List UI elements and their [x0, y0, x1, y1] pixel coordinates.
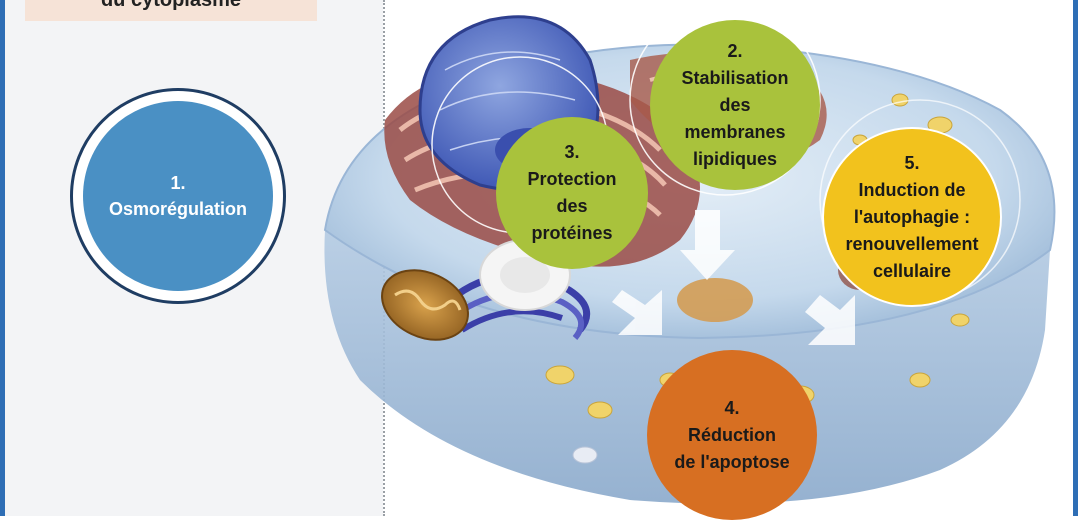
- header-title: du cytoplasme: [100, 0, 242, 11]
- arrows: [612, 210, 855, 345]
- frame-left-border: [0, 0, 5, 516]
- protection-line-3: protéines: [531, 223, 613, 243]
- protection-line-2: des: [556, 196, 588, 216]
- stabilisation-line-4: lipidiques: [692, 148, 777, 169]
- apoptose-line-1: Réduction: [688, 424, 776, 445]
- protection-line-1: Protection: [527, 169, 617, 189]
- apoptose-number: 4.: [724, 397, 740, 418]
- circle-protection: 3. Protection des protéines: [496, 117, 648, 269]
- frame-right-border: [1073, 0, 1078, 516]
- autophagie-line-3: renouvellement: [845, 233, 979, 254]
- autophagie-number: 5.: [904, 152, 920, 173]
- circle-apoptose: 4. Réduction de l'apoptose: [647, 350, 817, 520]
- apoptose-line-2: de l'apoptose: [674, 451, 790, 472]
- autophagie-line-4: cellulaire: [872, 260, 952, 281]
- stabilisation-line-3: membranes: [684, 121, 786, 142]
- vacuole: [677, 278, 753, 322]
- autophagie-line-1: Induction de: [858, 179, 966, 200]
- header-box: du cytoplasme: [25, 0, 317, 21]
- stabilisation-number: 2.: [727, 40, 743, 61]
- osmoregulation-label: Osmorégulation: [108, 199, 247, 219]
- circle-stabilisation: 2. Stabilisation des membranes lipidique…: [650, 20, 820, 190]
- stabilisation-line-2: des: [719, 94, 751, 115]
- osmoregulation-circle: 1. Osmorégulation: [83, 101, 273, 291]
- stabilisation-line-1: Stabilisation: [681, 67, 789, 88]
- autophagie-line-2: l'autophagie :: [853, 206, 971, 227]
- protection-number: 3.: [564, 142, 580, 162]
- circle-autophagie: 5. Induction de l'autophagie : renouvell…: [822, 127, 1002, 307]
- osmoregulation-number: 1.: [170, 173, 186, 193]
